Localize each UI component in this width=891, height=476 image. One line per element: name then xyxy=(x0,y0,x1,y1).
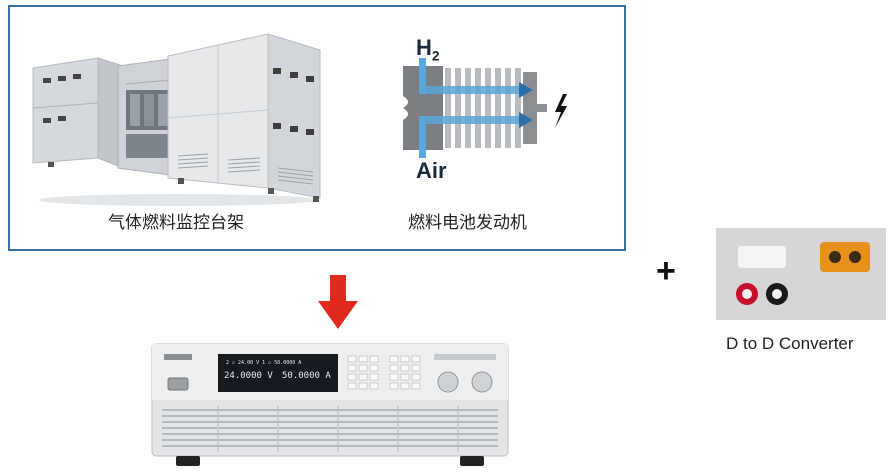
svg-text:24.0000 V: 24.0000 V xyxy=(224,371,273,381)
air-input-label: Air xyxy=(416,158,447,183)
svg-text:2 ▫ 24.00 V 1 ▫ 50.0000 A: 2 ▫ 24.00 V 1 ▫ 50.0000 A xyxy=(226,360,301,366)
plus-sign: + xyxy=(656,252,676,290)
lightning-bolt-icon xyxy=(555,94,567,128)
svg-text:50.0000 A: 50.0000 A xyxy=(282,371,331,381)
gas-fuel-test-bench-image xyxy=(32,33,321,206)
h2-input-label: H2 xyxy=(416,35,440,64)
converter-caption: D to D Converter xyxy=(726,334,854,353)
fuel-cell-engine-diagram xyxy=(403,58,567,158)
dc-dc-converter-image xyxy=(716,228,886,320)
electronic-load-image: 2 ▫ 24.00 V 1 ▫ 50.0000 A 24.0000 V 50.0… xyxy=(151,343,509,466)
down-arrow-icon xyxy=(318,275,358,329)
test-bench-caption: 气体燃料监控台架 xyxy=(108,213,244,233)
fuel-cell-caption: 燃料电池发动机 xyxy=(408,213,527,233)
